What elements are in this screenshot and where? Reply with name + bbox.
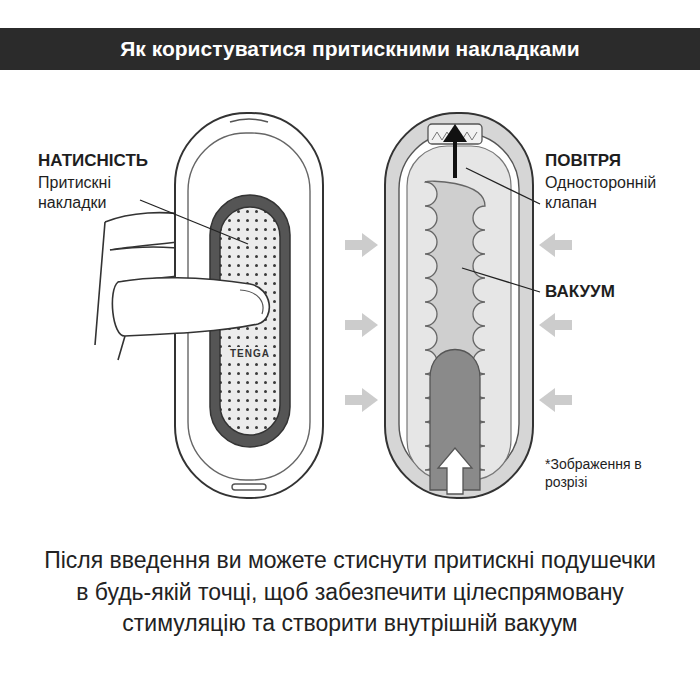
hand-wrist: [95, 222, 125, 360]
brand-logo: TENGA: [227, 347, 273, 362]
air-arrow: [443, 124, 467, 178]
pressure-arrows: [345, 233, 572, 412]
caption-text: Після введення ви можете стиснути притис…: [40, 545, 660, 640]
hand-thumb: [112, 278, 269, 336]
part-heading: ПОВІТРЯ: [545, 150, 621, 171]
thumb-nail: [240, 290, 263, 314]
part-heading: НАТИСНІСТЬ: [38, 150, 148, 171]
note-text: *Зображення в розрізі: [545, 456, 657, 491]
page-title: Як користуватися притискними накладками: [0, 28, 700, 70]
part-heading: ВАКУУМ: [545, 281, 615, 302]
part-label: Притискні накладки: [38, 173, 150, 213]
part-label: Односторонній клапан: [545, 173, 695, 213]
device-section: [385, 113, 533, 498]
leader-lines: [140, 168, 540, 292]
